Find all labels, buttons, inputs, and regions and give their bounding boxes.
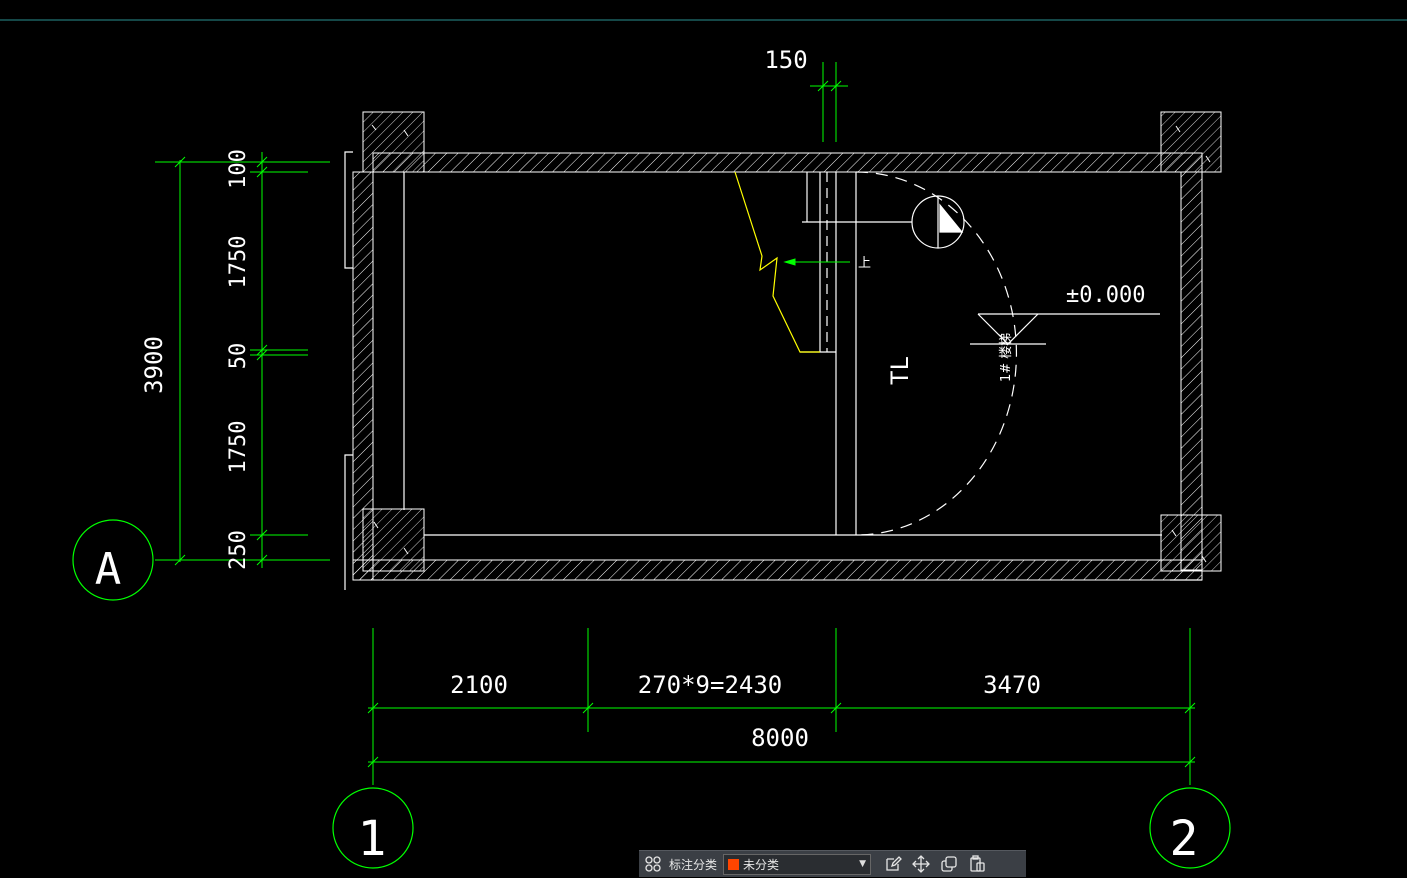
chevron-down-icon: ▼: [859, 859, 867, 869]
dim-left-250: 250: [226, 530, 251, 570]
wall-top: [372, 152, 1203, 173]
wall-bottom: [352, 559, 1203, 581]
walls: [352, 152, 1203, 581]
wall-right: [1180, 171, 1203, 571]
elevation-marker: [970, 313, 1160, 345]
dim-left-3900: 3900: [140, 336, 168, 394]
column-tl: [362, 111, 425, 173]
svg-text:1: 1: [358, 811, 387, 867]
door-swing-arc: [855, 171, 1017, 536]
top-dimension: [810, 62, 848, 142]
edit-icon[interactable]: [879, 851, 907, 878]
interior-lines: [344, 151, 1202, 590]
dim-bottom-3470: 3470: [983, 671, 1041, 699]
category-grid-icon[interactable]: [639, 851, 667, 878]
dim-left-1750a: 1750: [226, 236, 251, 289]
left-dimensions: [155, 152, 330, 568]
stair-name-text: 1# 楼梯: [999, 333, 1014, 382]
dim-left-100: 100: [226, 149, 251, 189]
bottom-dimensions: [367, 628, 1196, 785]
columns: [362, 111, 1222, 572]
column-bl: [362, 508, 425, 572]
column-br: [1160, 514, 1222, 572]
elevation-text: ±0.000: [1066, 283, 1145, 308]
up-label: 上: [858, 256, 871, 271]
category-select-value: 未分类: [743, 857, 780, 872]
color-swatch: [728, 858, 740, 870]
dim-top-150: 150: [764, 46, 807, 74]
paste-icon[interactable]: [963, 851, 991, 878]
move-icon[interactable]: [907, 851, 935, 878]
svg-text:2: 2: [1170, 811, 1199, 867]
copy-icon[interactable]: [935, 851, 963, 878]
stair-break-line: [734, 171, 820, 353]
grid-bubble-1: 1: [332, 787, 414, 869]
dim-bottom-2430: 270*9=2430: [638, 671, 783, 699]
column-marks: [371, 124, 1211, 563]
annotation-toolbar: 标注分类 未分类 ▼: [639, 850, 1026, 877]
tl-label: TL: [886, 356, 914, 385]
dim-left-50: 50: [226, 343, 251, 370]
svg-text:A: A: [95, 544, 122, 595]
dim-bottom-8000: 8000: [751, 724, 809, 752]
section-symbol: [856, 195, 965, 249]
dim-left-1750b: 1750: [226, 421, 251, 474]
grid-bubble-a: A: [72, 519, 154, 601]
up-arrow: [783, 258, 850, 266]
grid-bubble-2: 2: [1149, 787, 1231, 869]
column-tr: [1160, 111, 1222, 173]
category-select[interactable]: 未分类 ▼: [723, 853, 872, 875]
dim-bottom-2100: 2100: [450, 671, 508, 699]
toolbar-label: 标注分类: [669, 857, 718, 872]
